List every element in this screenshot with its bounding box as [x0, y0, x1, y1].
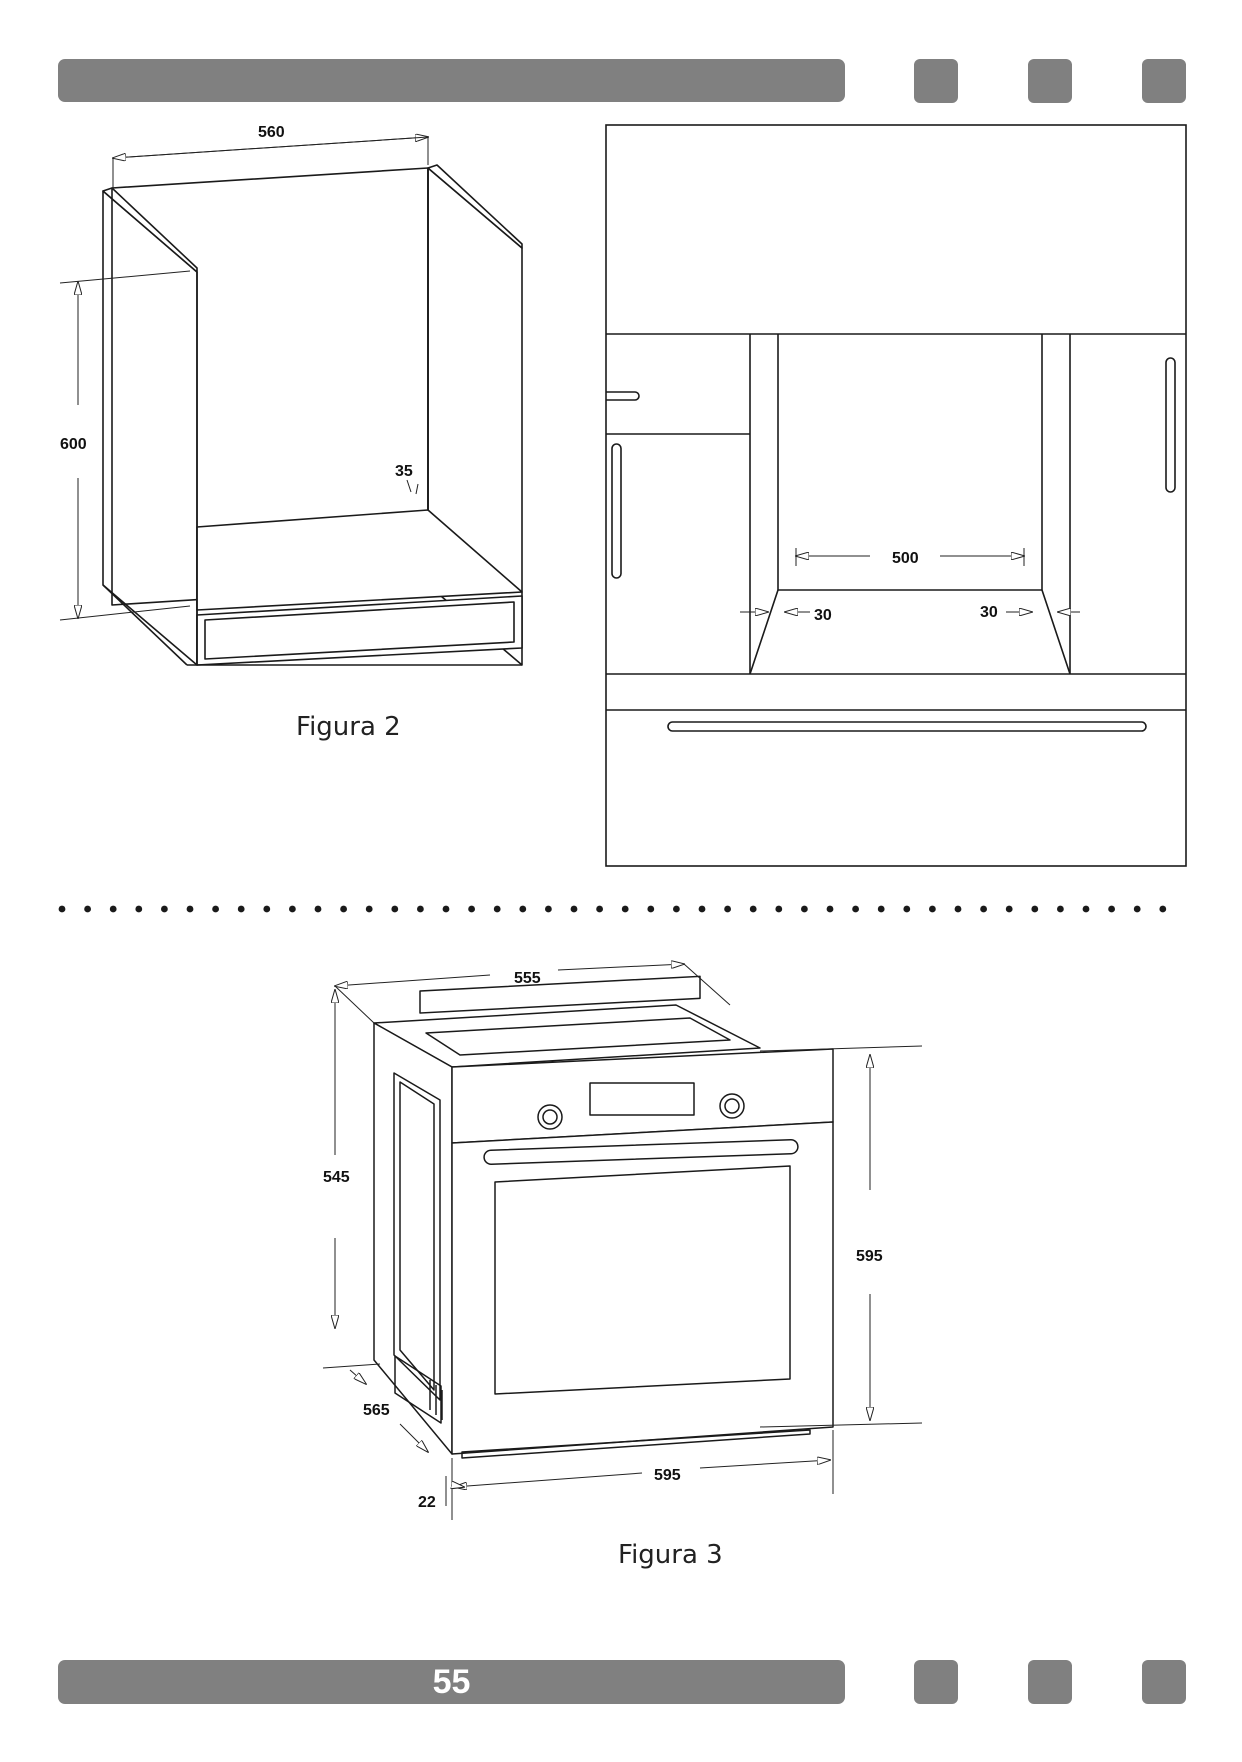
- separator-dot: [84, 905, 91, 913]
- separator-dot: [698, 905, 706, 913]
- separator-dot: [852, 905, 859, 913]
- separator-dot: [237, 905, 245, 913]
- separator-dot: [135, 905, 143, 913]
- oven-isometric: [373, 975, 834, 1459]
- separator-dot: [442, 905, 450, 913]
- separator-dot: [1108, 905, 1115, 913]
- separator-dot: [570, 905, 578, 913]
- fig3-dimensions: [322, 964, 923, 1520]
- header-square-2: [1028, 59, 1072, 103]
- dim-fig2-side-left: 30: [814, 607, 832, 624]
- dim-fig3-front-height: 595: [856, 1248, 883, 1265]
- cabinet-front-elevation: [605, 124, 1187, 867]
- separator-dot: [519, 905, 527, 913]
- separator-dot: [1005, 905, 1013, 913]
- footer-square-3: [1142, 1660, 1186, 1704]
- dim-fig2-side-right: 30: [980, 604, 998, 621]
- dim-fig3-depth: 565: [363, 1402, 390, 1419]
- separator-dot: [903, 905, 911, 913]
- separator-dot: [1159, 905, 1167, 913]
- header-square-3: [1142, 59, 1186, 103]
- separator-dot: [801, 905, 808, 913]
- separator-dot: [263, 905, 271, 913]
- footer-square-1: [914, 1660, 958, 1704]
- footer-bar: 55: [58, 1660, 845, 1704]
- separator-dot: [980, 905, 987, 913]
- separator-dot: [340, 905, 347, 913]
- separator-dot: [826, 905, 834, 913]
- fig2-front-dimensions: [740, 548, 1080, 612]
- separator-dot: [417, 905, 424, 913]
- separator-dot: [1133, 905, 1141, 913]
- dim-fig3-panel: 22: [418, 1494, 436, 1511]
- figure2-caption: Figura 2: [296, 712, 401, 742]
- dotted-separator: [58, 905, 1167, 913]
- separator-dot: [289, 905, 296, 913]
- separator-dot: [314, 905, 322, 913]
- fig2-dimensions: [59, 137, 428, 621]
- figure3-caption: Figura 3: [618, 1540, 723, 1570]
- dim-fig2-height: 600: [60, 436, 87, 453]
- page-number: 55: [432, 1663, 471, 1701]
- separator-dot: [929, 905, 936, 913]
- separator-dot: [545, 905, 552, 913]
- separator-dot: [391, 905, 399, 913]
- separator-dot: [1031, 905, 1039, 913]
- separator-dot: [109, 905, 117, 913]
- separator-dot: [1057, 905, 1064, 913]
- dim-fig2-inner: 500: [892, 550, 919, 567]
- separator-dot: [673, 905, 680, 913]
- separator-dot: [724, 905, 731, 913]
- dim-fig2-gap: 35: [395, 463, 413, 480]
- separator-dot: [212, 905, 220, 913]
- dim-fig2-width: 560: [258, 124, 285, 141]
- separator-dot: [58, 905, 66, 913]
- separator-dot: [749, 905, 757, 913]
- dim-fig3-top-width: 555: [514, 970, 541, 987]
- header-bar: [58, 59, 845, 102]
- separator-dot: [647, 905, 655, 913]
- footer-square-2: [1028, 1660, 1072, 1704]
- separator-dot: [954, 905, 962, 913]
- separator-dot: [775, 905, 783, 913]
- separator-dot: [365, 905, 373, 913]
- separator-dot: [596, 905, 603, 913]
- separator-dot: [621, 905, 629, 913]
- dim-fig3-front-width: 595: [654, 1467, 681, 1484]
- separator-dot: [161, 905, 168, 913]
- separator-dot: [468, 905, 475, 913]
- separator-dot: [877, 905, 885, 913]
- separator-dot: [1082, 905, 1090, 913]
- dim-fig3-body-height: 545: [323, 1169, 350, 1186]
- separator-dot: [186, 905, 194, 913]
- header-square-1: [914, 59, 958, 103]
- separator-dot: [493, 905, 501, 913]
- cabinet-isometric: [102, 164, 523, 666]
